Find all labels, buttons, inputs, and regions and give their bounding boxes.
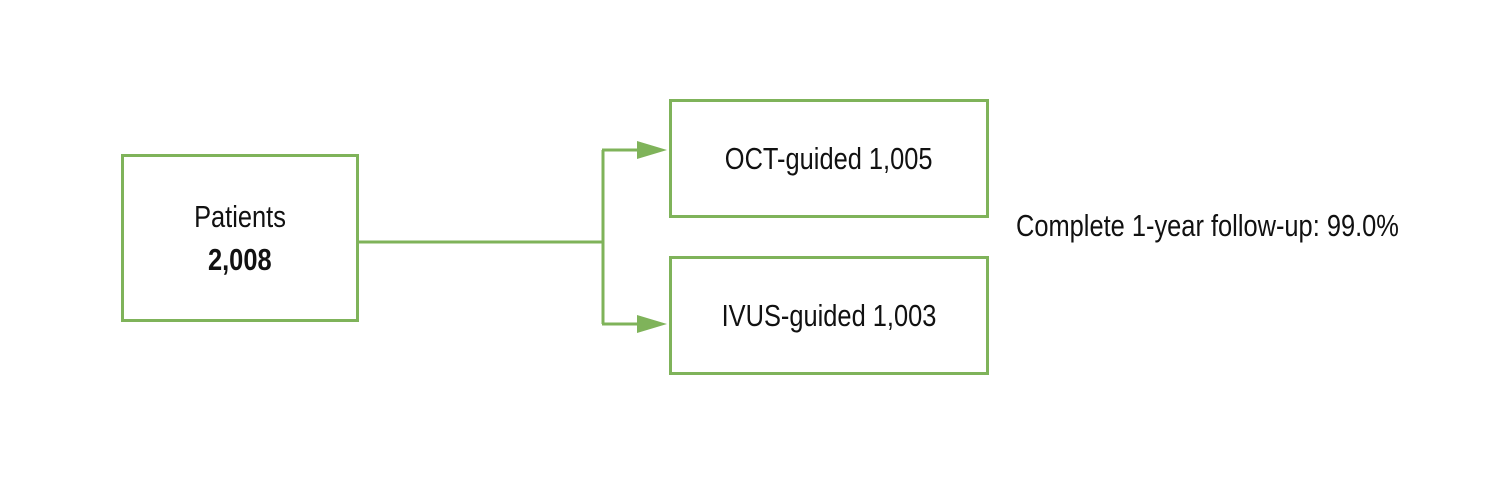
- oct-guided-box: OCT-guided 1,005: [669, 99, 989, 218]
- patients-count: 2,008: [208, 242, 272, 277]
- patients-label: Patients: [194, 198, 286, 234]
- arrowhead-oct: [637, 141, 667, 159]
- ivus-guided-label: IVUS-guided 1,003: [721, 297, 937, 333]
- patients-box: Patients 2,008: [121, 154, 359, 322]
- followup-note: Complete 1-year follow-up: 99.0%: [1016, 208, 1399, 243]
- oct-guided-label: OCT-guided 1,005: [725, 140, 933, 176]
- ivus-guided-box: IVUS-guided 1,003: [669, 256, 989, 375]
- arrowhead-ivus: [637, 315, 667, 333]
